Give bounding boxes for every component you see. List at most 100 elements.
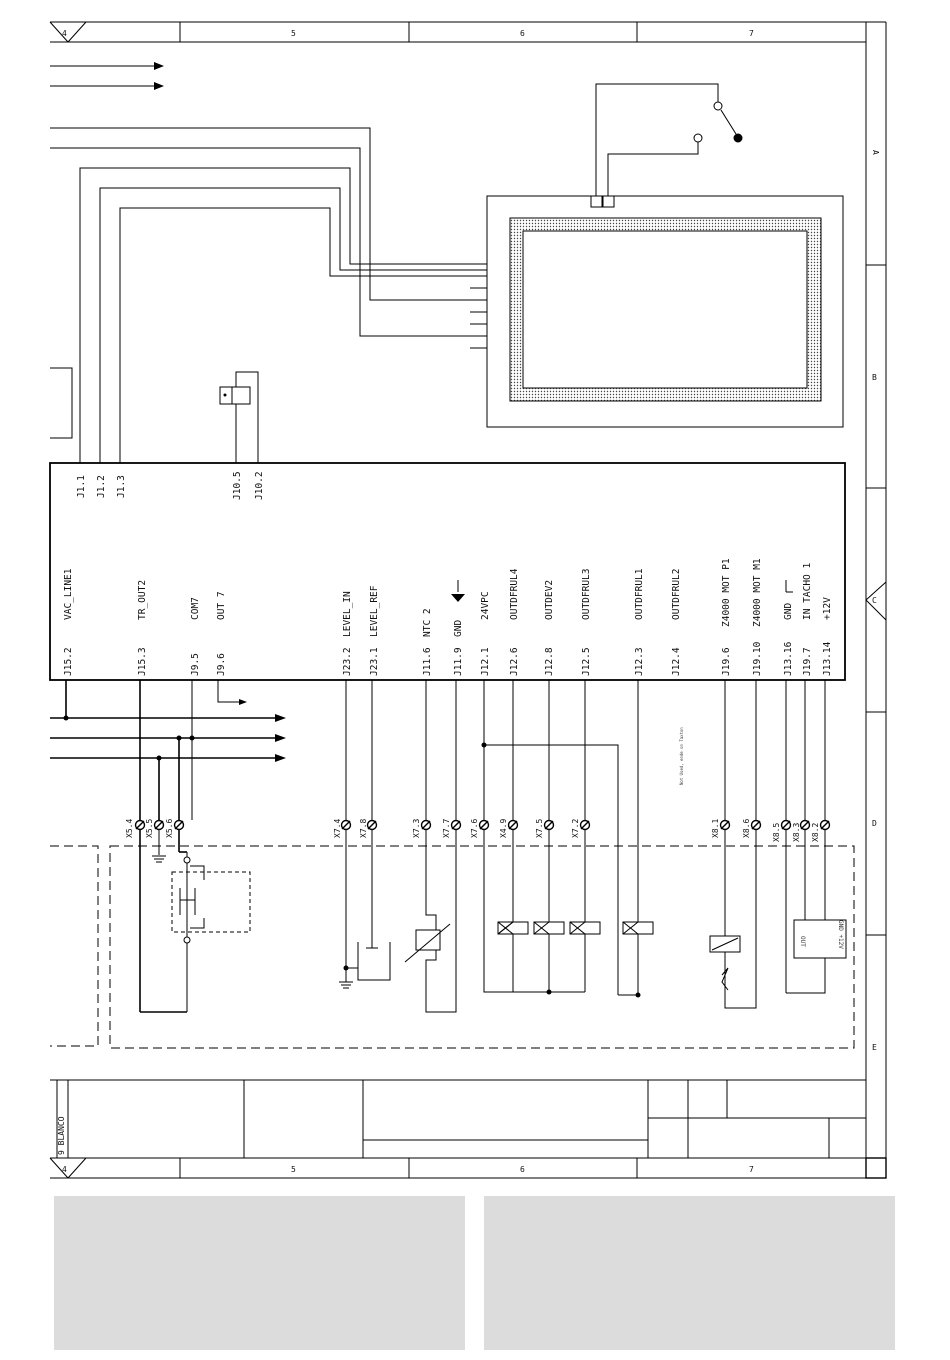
col-label-bottom-4: 4 bbox=[62, 1165, 67, 1174]
ntc-thermistor-icon bbox=[404, 830, 457, 1013]
pin-j9-6: J9.6 bbox=[216, 653, 227, 676]
gray-placeholder-right bbox=[484, 1196, 895, 1350]
signal-gnd: GND bbox=[453, 620, 464, 637]
signal-outdfrul3: OUTDFRUL3 bbox=[581, 569, 592, 620]
col-label-top-6: 6 bbox=[520, 29, 525, 38]
pin-j12-8: J12.8 bbox=[544, 647, 555, 676]
terminal-screw-icon bbox=[819, 819, 831, 831]
signal-drops bbox=[345, 680, 826, 995]
j10-sensor bbox=[219, 371, 259, 463]
level-probe bbox=[339, 830, 391, 989]
solenoid-valves bbox=[483, 830, 654, 998]
pin-j15-3: J15.3 bbox=[137, 647, 148, 676]
terminal-screw-icon bbox=[478, 819, 490, 831]
signal-in-tacho1: IN TACHO 1 bbox=[802, 563, 813, 620]
display-module bbox=[470, 195, 844, 428]
term-x7-8: X7.8 bbox=[359, 819, 368, 838]
sensor-out-label: OUT bbox=[799, 936, 806, 947]
terminal-screw-icon bbox=[799, 819, 811, 831]
title-block-finish: 9 BLANCO bbox=[57, 1116, 66, 1155]
term-x7-2: X7.2 bbox=[571, 819, 580, 838]
term-x7-4: X7.4 bbox=[333, 819, 342, 838]
terminal-screw-icon bbox=[750, 819, 762, 831]
pin-j11-9: J11.9 bbox=[453, 647, 464, 676]
row-label-e: E bbox=[872, 1043, 877, 1052]
term-x8-1: X8.1 bbox=[711, 819, 720, 838]
pin-j19-10: J19.10 bbox=[752, 641, 763, 676]
terminal-screw-icon bbox=[134, 819, 146, 831]
signal-plus12v: +12V bbox=[822, 597, 833, 620]
col-label-bottom-7: 7 bbox=[749, 1165, 754, 1174]
valve-icon bbox=[533, 921, 565, 935]
term-x5-6: X5.6 bbox=[165, 819, 174, 838]
label-j10-5: J10.5 bbox=[232, 471, 243, 500]
term-x8-2: X8.2 bbox=[811, 823, 820, 842]
main-control-board bbox=[49, 462, 846, 681]
row-label-b: B bbox=[872, 373, 877, 382]
display-bus-wires bbox=[50, 127, 488, 463]
label-j1-3: J1.3 bbox=[116, 475, 127, 498]
terminal-screw-icon bbox=[543, 819, 555, 831]
pin-j12-6: J12.6 bbox=[509, 647, 520, 676]
terminal-screw-icon bbox=[420, 819, 432, 831]
pin-j13-16: J13.16 bbox=[783, 641, 794, 676]
title-block: 9 BLANCO bbox=[50, 1079, 866, 1158]
signal-out7: OUT 7 bbox=[216, 591, 227, 620]
pin-j19-7: J19.7 bbox=[802, 647, 813, 676]
terminal-screw-icon bbox=[507, 819, 519, 831]
gray-placeholder-left bbox=[54, 1196, 465, 1350]
signal-tr-out2: TR_OUT2 bbox=[137, 580, 148, 620]
term-x8-6: X8.6 bbox=[742, 819, 751, 838]
sensor-power-label: GND +12V bbox=[837, 920, 844, 949]
terminal-strip bbox=[134, 819, 831, 831]
label-j1-2: J1.2 bbox=[96, 475, 107, 498]
note-j12-4: Not Used, ende on Taxton bbox=[679, 727, 684, 785]
valve-icon bbox=[497, 921, 529, 935]
row-label-d: D bbox=[872, 819, 877, 828]
pin-j11-6: J11.6 bbox=[422, 647, 433, 676]
signal-outdev2: OUTDEV2 bbox=[544, 580, 555, 620]
valve-icon bbox=[622, 921, 654, 935]
col-label-top-4: 4 bbox=[62, 29, 67, 38]
pin-j12-4: J12.4 bbox=[671, 647, 682, 676]
signal-gnd-13: GND bbox=[783, 603, 794, 620]
term-x5-5: X5.5 bbox=[145, 819, 154, 838]
label-j1-1: J1.1 bbox=[76, 475, 87, 498]
left-board-fragment bbox=[50, 367, 73, 439]
term-x5-4: X5.4 bbox=[125, 819, 134, 838]
terminal-screw-icon bbox=[173, 819, 185, 831]
col-label-top-5: 5 bbox=[291, 29, 296, 38]
signal-outdfrul2: OUTDFRUL2 bbox=[671, 569, 682, 620]
signal-outdfrul4: OUTDFRUL4 bbox=[509, 568, 520, 620]
row-labels: A B C D E bbox=[871, 150, 880, 1052]
signal-level-ref: LEVEL_REF bbox=[369, 585, 380, 637]
terminal-screw-icon bbox=[153, 819, 165, 831]
pin-j12-5: J12.5 bbox=[581, 647, 592, 676]
row-label-c: C bbox=[872, 596, 877, 605]
term-x7-6: X7.6 bbox=[470, 819, 479, 838]
door-switch bbox=[595, 83, 743, 196]
board-top-connectors: J1.1 J1.2 J1.3 J10.5 J10.2 bbox=[76, 471, 265, 500]
signal-z4000-mot-p1: Z4000 MOT P1 bbox=[721, 558, 732, 627]
pin-j9-5: J9.5 bbox=[190, 653, 201, 676]
motor-icon bbox=[709, 830, 757, 1009]
signal-vac-line1: VAC_LINE1 bbox=[63, 568, 74, 620]
gnd-13-icon bbox=[785, 580, 793, 593]
pin-j23-2: J23.2 bbox=[342, 647, 353, 676]
relay-switch-block bbox=[140, 830, 251, 1013]
terminal-screw-icon bbox=[340, 819, 352, 831]
col-label-bottom-5: 5 bbox=[291, 1165, 296, 1174]
terminal-screw-icon bbox=[579, 819, 591, 831]
board-pin-labels: J15.2 VAC_LINE1 J15.3 TR_OUT2 J9.5 COM7 … bbox=[63, 558, 833, 676]
signal-ntc2: NTC 2 bbox=[422, 608, 433, 637]
term-x7-5: X7.5 bbox=[535, 819, 544, 838]
terminal-screw-icon bbox=[366, 819, 378, 831]
signal-level-in: LEVEL_IN bbox=[342, 591, 353, 637]
term-x7-7: X7.7 bbox=[442, 819, 451, 838]
signal-arrows-top bbox=[50, 62, 164, 90]
term-x8-3: X8.3 bbox=[792, 823, 801, 842]
col-label-bottom-6: 6 bbox=[520, 1165, 525, 1174]
dashed-enclosures bbox=[50, 845, 855, 1049]
terminal-screw-icon bbox=[780, 819, 792, 831]
